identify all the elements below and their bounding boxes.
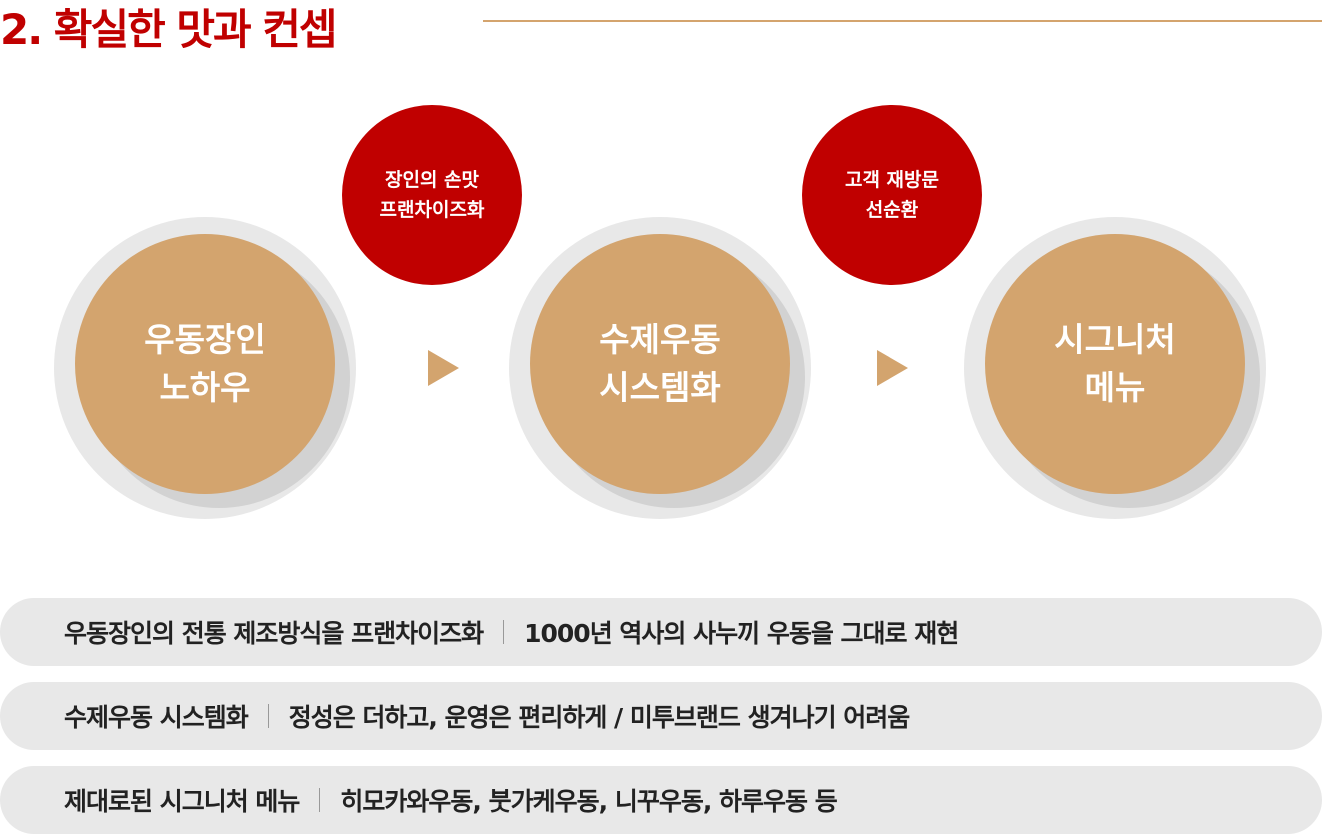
row-detail: 1000년 역사의 사누끼 우동을 그대로 재현 — [524, 619, 959, 648]
arrow-right-icon — [877, 350, 908, 386]
connector-1-line1: 장인의 손맛 — [384, 169, 479, 191]
connector-1-line2: 프랜차이즈화 — [379, 199, 485, 221]
row-label: 제대로된 시그니처 메뉴 — [64, 787, 300, 816]
title-divider — [483, 20, 1322, 22]
section-title: 2. 확실한 맛과 컨셉 — [0, 5, 338, 54]
row-label: 수제우동 시스템화 — [64, 703, 249, 732]
step-3-line2: 메뉴 — [1084, 368, 1146, 407]
summary-row-1: 우동장인의 전통 제조방식을 프랜차이즈화 1000년 역사의 사누끼 우동을 그… — [0, 598, 1322, 666]
separator — [267, 704, 269, 728]
row-detail: 정성은 더하고, 운영은 편리하게 / 미투브랜드 생겨나기 어려움 — [288, 703, 911, 732]
summary-row-2: 수제우동 시스템화 정성은 더하고, 운영은 편리하게 / 미투브랜드 생겨나기 … — [0, 682, 1322, 750]
step-2-line2: 시스템화 — [599, 368, 721, 407]
step-2-line1: 수제우동 — [599, 320, 721, 359]
arrow-right-icon — [428, 350, 459, 386]
connector-2-line1: 고객 재방문 — [844, 169, 939, 191]
step-1-line2: 노하우 — [159, 368, 251, 407]
connector-2-line2: 선순환 — [865, 199, 919, 221]
separator — [503, 620, 505, 644]
summary-row-3: 제대로된 시그니처 메뉴 히모카와우동, 붓가케우동, 니꾸우동, 하루우동 등 — [0, 766, 1322, 834]
separator — [319, 788, 321, 812]
row-label: 우동장인의 전통 제조방식을 프랜차이즈화 — [64, 619, 484, 648]
step-1-line1: 우동장인 — [144, 320, 266, 359]
step-3-line1: 시그니처 — [1054, 320, 1176, 359]
row-detail: 히모카와우동, 붓가케우동, 니꾸우동, 하루우동 등 — [340, 787, 837, 816]
